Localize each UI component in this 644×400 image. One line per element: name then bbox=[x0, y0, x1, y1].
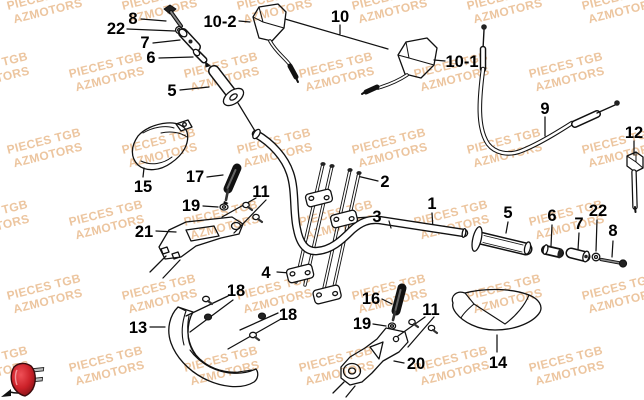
callout-lever-nut-right: 19 bbox=[353, 315, 371, 333]
callout-lever-right: 16 bbox=[362, 290, 380, 308]
callout-bracket-left: 21 bbox=[135, 223, 153, 241]
callout-front-shield: 13 bbox=[129, 319, 147, 337]
screw-parts-18 bbox=[201, 295, 267, 342]
callout-screws-right: 11 bbox=[422, 301, 439, 319]
callout-rod: 12 bbox=[625, 124, 643, 142]
lever-nut-part-left bbox=[219, 203, 229, 211]
callout-bolt-right: 8 bbox=[608, 222, 617, 240]
weight-part-right bbox=[565, 247, 591, 263]
front-shield-part bbox=[168, 306, 259, 388]
cable-part bbox=[477, 24, 620, 156]
watermark-text: PIECES TGBAZMOTORS bbox=[350, 0, 430, 27]
watermark-text: PIECES TGBAZMOTORS bbox=[67, 49, 147, 95]
bolt-part-right bbox=[599, 257, 628, 268]
bracket-part-right bbox=[340, 327, 409, 386]
logo-arrowhead-icon bbox=[1, 389, 11, 397]
handguard-part-left bbox=[131, 119, 193, 171]
lever-part-right bbox=[391, 283, 407, 322]
clamp-parts bbox=[285, 188, 359, 305]
callout-screws-18-upper: 18 bbox=[227, 282, 245, 300]
mirror-part-right bbox=[361, 37, 438, 95]
grip-part-right bbox=[471, 226, 533, 256]
callout-weight-left: 7 bbox=[140, 34, 149, 52]
screw-parts-right bbox=[408, 318, 439, 335]
mirror-part-left bbox=[252, 3, 299, 83]
callout-clamp-lower: 4 bbox=[261, 264, 271, 282]
callout-nut-left: 6 bbox=[146, 49, 155, 67]
callout-lever-left: 17 bbox=[186, 168, 204, 186]
bracket-part-left bbox=[158, 216, 244, 260]
callout-mirror-left: 10-2 bbox=[203, 13, 236, 31]
callout-screws-18-lower: 18 bbox=[279, 306, 297, 324]
grip-part-left bbox=[208, 65, 245, 107]
nut-part-left bbox=[192, 48, 211, 68]
watermark-text: PIECES TGBAZMOTORS bbox=[297, 343, 377, 389]
logo-shield-highlight bbox=[14, 369, 18, 386]
callout-lever-nut-left: 19 bbox=[182, 197, 200, 215]
watermark-text: PIECES TGBAZMOTORS bbox=[182, 343, 262, 389]
callout-mirror-pair: 10 bbox=[331, 8, 349, 26]
callout-bracket-right: 20 bbox=[407, 355, 425, 373]
watermark-text: PIECES TGBAZMOTORS bbox=[67, 343, 147, 389]
screw-parts-left bbox=[242, 201, 264, 224]
callout-handguard-left: 15 bbox=[134, 178, 152, 196]
bolt-part-left bbox=[163, 4, 183, 28]
callout-weight-right: 7 bbox=[574, 215, 583, 233]
watermark-text: PIECES TGBAZMOTORS bbox=[465, 0, 545, 27]
callout-washer-left: 22 bbox=[107, 20, 125, 38]
callout-sleeve-right: 6 bbox=[547, 207, 556, 225]
callout-bolt-left: 8 bbox=[128, 10, 137, 28]
callout-handlebar: 1 bbox=[427, 195, 436, 213]
lever-nut-part-right bbox=[387, 322, 397, 330]
watermark-text: PIECES TGBAZMOTORS bbox=[465, 271, 545, 317]
rod-part bbox=[626, 151, 644, 213]
watermark-text: PIECES TGBAZMOTORS bbox=[297, 49, 377, 95]
watermark-text: PIECES TGBAZMOTORS bbox=[5, 125, 85, 171]
watermark-text: PIECES TGBAZMOTORS bbox=[0, 49, 33, 95]
watermark-text: PIECES TGBAZMOTORS bbox=[465, 125, 545, 171]
watermark-text: PIECES TGBAZMOTORS bbox=[350, 125, 430, 171]
watermark-text: PIECES TGBAZMOTORS bbox=[580, 271, 644, 317]
watermark-text: PIECES TGBAZMOTORS bbox=[5, 271, 85, 317]
logo-shield-icon bbox=[10, 362, 36, 397]
weight-part-left bbox=[178, 28, 201, 52]
handguard-part-right bbox=[451, 288, 542, 331]
sleeve-part-right bbox=[541, 244, 564, 259]
callout-handguard-right: 14 bbox=[489, 354, 508, 372]
callout-clamp-upper: 3 bbox=[372, 208, 381, 226]
callout-grip-left: 5 bbox=[167, 82, 176, 100]
azmotors-logo: F bbox=[1, 362, 47, 397]
callout-washer-right: 22 bbox=[589, 202, 607, 220]
callout-cable: 9 bbox=[540, 100, 549, 118]
watermark-text: PIECES TGBAZMOTORS bbox=[527, 49, 607, 95]
callout-studs: 2 bbox=[380, 173, 389, 191]
watermark-text: PIECES TGBAZMOTORS bbox=[5, 0, 85, 27]
watermark-text: PIECES TGBAZMOTORS bbox=[527, 343, 607, 389]
parts-layer bbox=[126, 3, 644, 398]
washer-part-right bbox=[591, 252, 601, 262]
watermark-text: PIECES TGBAZMOTORS bbox=[580, 0, 644, 27]
callout-mirror-right: 10-1 bbox=[445, 53, 478, 71]
assembly-arrow bbox=[205, 61, 211, 68]
callout-grip-right: 5 bbox=[503, 204, 512, 222]
watermark-text: PIECES TGBAZMOTORS bbox=[0, 197, 33, 243]
callout-screws-left: 11 bbox=[252, 183, 269, 201]
handlebar-part bbox=[251, 128, 469, 256]
